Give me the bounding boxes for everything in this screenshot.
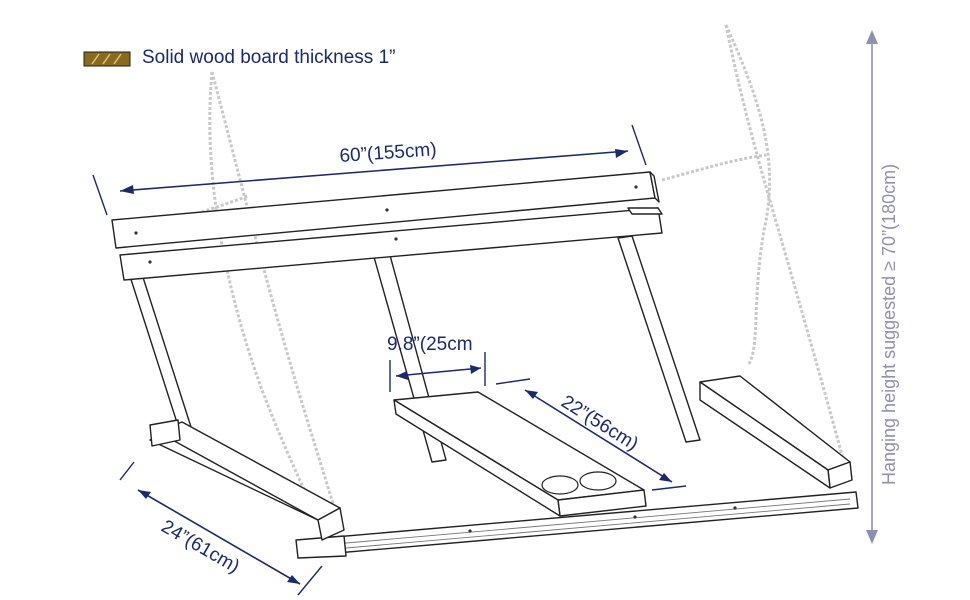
second-rail-end: [627, 207, 663, 215]
seat-front-block: [295, 535, 347, 559]
chain-right-front: [724, 24, 772, 366]
chain-left-back: [210, 71, 340, 521]
left-arm-face: [317, 507, 345, 541]
dimension-width: 60”(155cm): [92, 124, 647, 216]
chains: [139, 24, 848, 521]
left-armrest: [149, 419, 345, 541]
tray-width-label: 9.8”(25cm: [387, 334, 473, 355]
dimension-tray-width: 9.8”(25cm: [387, 334, 486, 392]
second-rail: [119, 207, 663, 281]
legend-label: Solid wood board thickness 1”: [142, 47, 396, 68]
right-arm-top: [699, 375, 851, 471]
dimension-hanging-height: Hanging height suggested ≥ 70”(180cm): [866, 30, 899, 544]
back-post-right: [617, 235, 701, 443]
tray-side: [393, 399, 561, 517]
legend-swatch: [83, 51, 131, 67]
center-tray: [393, 391, 647, 517]
right-arm-side: [699, 381, 831, 489]
top-rail-side: [649, 171, 660, 203]
back-post-left: [127, 267, 193, 433]
cup-holder-right: [579, 471, 617, 491]
right-armrest: [699, 375, 853, 489]
hanging-height-label: Hanging height suggested ≥ 70”(180cm): [879, 164, 899, 485]
cup-holder-left: [541, 475, 579, 495]
left-arm-block: [149, 419, 181, 447]
chain-left-front: [208, 71, 320, 521]
left-arm-top: [157, 421, 341, 521]
chain-right-back: [724, 24, 848, 471]
chain-back-cross: [661, 153, 767, 182]
width-label: 60”(155cm): [339, 139, 437, 167]
screw-dots: [134, 185, 737, 533]
